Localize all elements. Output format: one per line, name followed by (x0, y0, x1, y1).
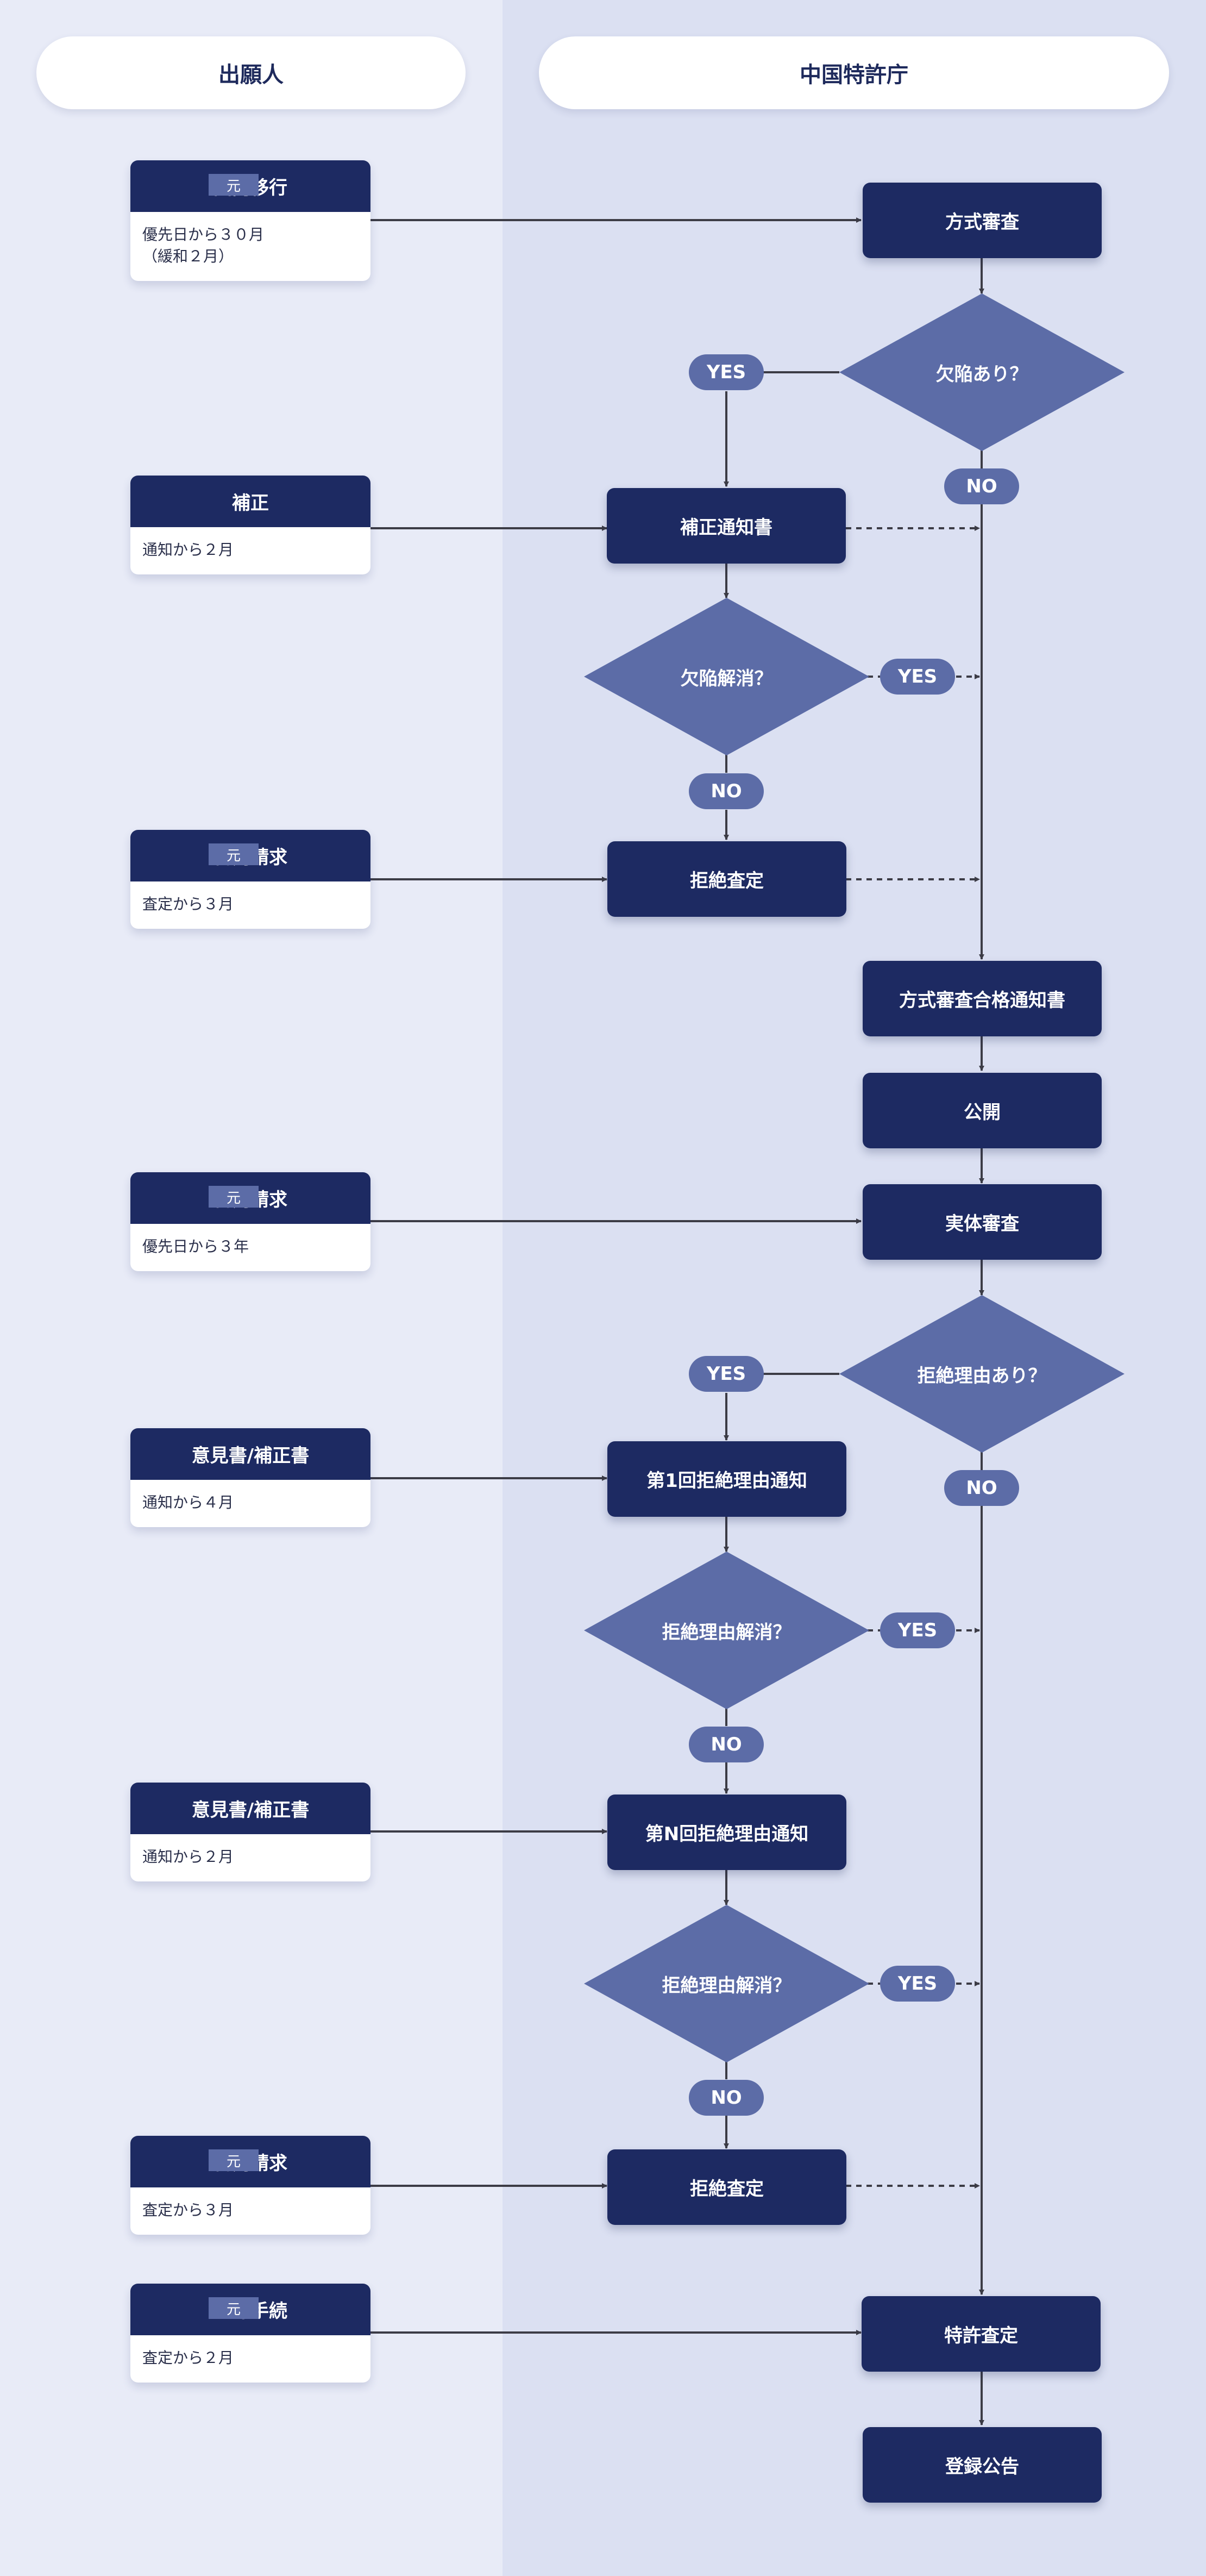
diamond-shape (584, 1552, 869, 1709)
card-deadline: 通知から２月 (142, 1848, 234, 1866)
card-opinion-2: 意見書/補正書 通知から２月 (130, 1783, 370, 1881)
card-title: 意見書/補正書 (130, 1428, 370, 1480)
badge-yuan: 元 (209, 2297, 259, 2319)
diamond-shape (584, 1905, 869, 2062)
card-deadline: 査定から２月 (142, 2349, 234, 2367)
lane-header-applicant: 出願人 (36, 36, 466, 109)
pill-no-reason-resolved-1: NO (689, 1727, 764, 1762)
box-substantive-exam: 実体審査 (863, 1184, 1102, 1260)
card-amendment: 補正 通知から２月 (130, 476, 370, 574)
diamond-defect-resolved-label: 欠陥解消？ (680, 667, 773, 690)
diamond-defect-label: 欠陥あり？ (935, 363, 1028, 385)
office-lane (502, 0, 1206, 2576)
diamond-rejection-reason: 拒絶理由あり？ (839, 1295, 1125, 1453)
pill-no-defect: NO (944, 468, 1019, 504)
card-opinion-1: 意見書/補正書 通知から４月 (130, 1428, 370, 1527)
diamond-defect-resolved: 欠陥解消？ (584, 598, 869, 755)
badge-yuan: 元 (209, 843, 259, 865)
box-registration: 登録公告 (863, 2427, 1102, 2503)
pill-yes-defect: YES (689, 354, 764, 390)
card-deadline: 優先日から３０月 （緩和２月） (142, 226, 265, 265)
box-first-rejection-notice: 第1回拒絶理由通知 (607, 1441, 846, 1517)
card-title: 意見書/補正書 (130, 1783, 370, 1834)
pill-yes-defect-resolved: YES (880, 659, 955, 695)
pill-no-rejection-reason: NO (944, 1470, 1019, 1506)
card-deadline: 通知から４月 (142, 1493, 234, 1511)
diamond-reason-resolved-1: 拒絶理由解消？ (584, 1552, 869, 1709)
box-nth-rejection-notice: 第N回拒絶理由通知 (607, 1795, 846, 1870)
box-patent-grant: 特許査定 (862, 2296, 1101, 2372)
card-deadline: 査定から３月 (142, 895, 234, 913)
box-publication: 公開 (863, 1073, 1102, 1148)
box-formal-exam: 方式審査 (863, 183, 1102, 258)
diamond-rejection-reason-label: 拒絶理由あり？ (917, 1365, 1047, 1387)
card-deadline: 査定から３月 (142, 2201, 234, 2219)
pill-yes-rejection-reason: YES (689, 1356, 764, 1392)
diamond-shape (839, 293, 1125, 451)
box-rejection-2: 拒絶査定 (607, 2149, 846, 2225)
box-rejection-1: 拒絶査定 (607, 841, 846, 917)
diamond-defect: 欠陥あり？ (839, 293, 1125, 451)
badge-yuan: 元 (209, 174, 259, 196)
pill-no-reason-resolved-2: NO (689, 2080, 764, 2116)
card-deadline: 通知から２月 (142, 541, 234, 559)
card-title: 補正 (130, 476, 370, 527)
pill-yes-reason-resolved-1: YES (880, 1612, 955, 1648)
diamond-shape (839, 1295, 1125, 1453)
box-correction-notice: 補正通知書 (607, 488, 846, 564)
card-deadline: 優先日から３年 (142, 1237, 249, 1255)
diamond-reason-resolved-1-label: 拒絶理由解消？ (662, 1621, 792, 1643)
diamond-shape (584, 598, 869, 755)
lane-header-office: 中国特許庁 (539, 36, 1169, 109)
pill-no-defect-resolved: NO (689, 773, 764, 809)
badge-yuan: 元 (209, 2149, 259, 2171)
pill-yes-reason-resolved-2: YES (880, 1966, 955, 2002)
diamond-reason-resolved-2: 拒絶理由解消？ (584, 1905, 869, 2062)
diamond-reason-resolved-2-label: 拒絶理由解消？ (662, 1974, 792, 1997)
box-formal-pass-notice: 方式審査合格通知書 (863, 961, 1102, 1036)
badge-yuan: 元 (209, 1186, 259, 1208)
